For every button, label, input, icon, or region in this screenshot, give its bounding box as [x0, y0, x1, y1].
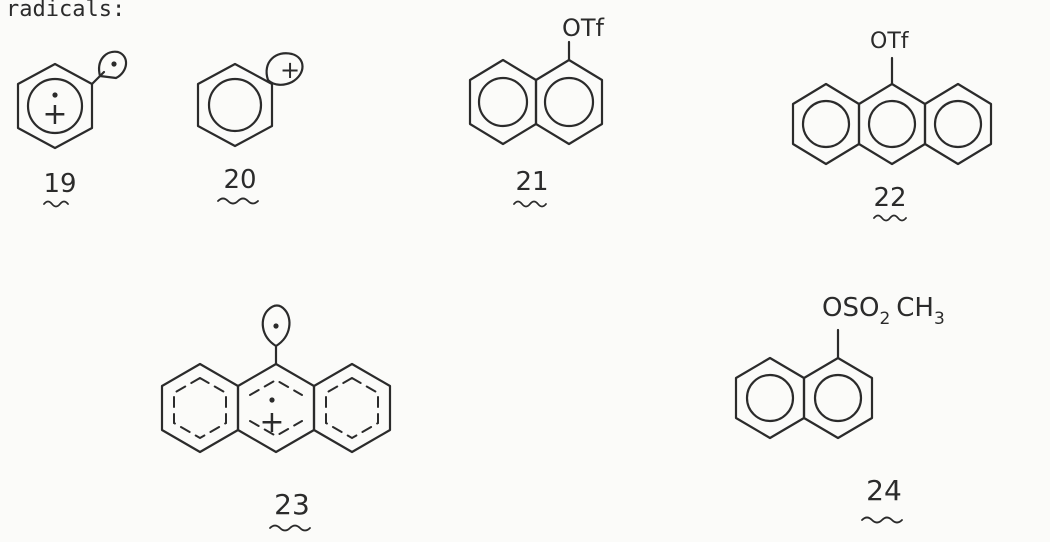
structure-number: 22	[873, 183, 906, 213]
left-aromatic-circle	[477, 76, 529, 128]
structure-number: 20	[223, 165, 256, 195]
structure-19: + 19	[16, 50, 128, 208]
subscript: 3	[934, 309, 945, 329]
structure-number: 24	[866, 474, 902, 507]
wavy-underline	[269, 524, 311, 532]
substituent-label: OSO2 CH3	[822, 293, 945, 329]
middle-delocalized-top	[249, 378, 303, 396]
structure-number: 23	[274, 488, 310, 521]
wavy-underline	[873, 214, 907, 222]
right-aromatic-circle	[543, 76, 595, 128]
wavy-underline	[217, 197, 259, 205]
aromatic-circle	[207, 77, 263, 133]
wavy-underline	[513, 200, 547, 208]
middle-aromatic-circle	[867, 99, 917, 149]
wavy-underline	[43, 200, 69, 208]
left-aromatic-circle	[801, 99, 851, 149]
orbital-electron-dot	[273, 323, 279, 329]
structure-20: + 20	[196, 52, 304, 205]
empty-orbital-lobe	[265, 52, 304, 86]
cation-charge: +	[42, 97, 67, 132]
orbital-stem	[90, 70, 106, 86]
left-delocalized-bonds	[173, 376, 227, 440]
cation-charge: +	[259, 405, 284, 440]
sp2-orbital-lobe	[261, 304, 291, 348]
header-text: radicals:	[6, 0, 125, 22]
substituent-part: CH	[896, 293, 934, 323]
right-ring	[534, 58, 604, 146]
orbital-charge: +	[280, 56, 300, 84]
wavy-underline	[861, 516, 903, 524]
substituent-label: OTf	[870, 29, 910, 54]
middle-delocalized-bottom	[249, 420, 303, 438]
orbital-electron-dot	[111, 61, 117, 67]
substituent-label: OTf	[562, 14, 605, 42]
right-aromatic-circle	[933, 99, 983, 149]
structure-23: + 23	[160, 304, 392, 532]
left-aromatic-circle	[745, 373, 795, 423]
right-ring	[923, 82, 993, 166]
right-delocalized-bonds	[325, 376, 379, 440]
structure-number: 21	[515, 167, 548, 197]
structure-22: OTf 22	[791, 29, 993, 222]
substituent-part: OSO	[822, 293, 879, 323]
structure-number: 19	[43, 169, 76, 199]
subscript: 2	[879, 309, 890, 329]
radical-dot	[269, 397, 275, 403]
aromatic-circle	[26, 77, 84, 135]
right-aromatic-circle	[813, 373, 863, 423]
sp2-orbital-lobe	[98, 50, 128, 80]
structure-24: OSO2 CH3 24	[734, 293, 945, 524]
right-ring	[802, 356, 874, 440]
structure-21: OTf 21	[468, 14, 605, 208]
right-ring	[312, 362, 392, 454]
radical-dot	[52, 92, 58, 98]
